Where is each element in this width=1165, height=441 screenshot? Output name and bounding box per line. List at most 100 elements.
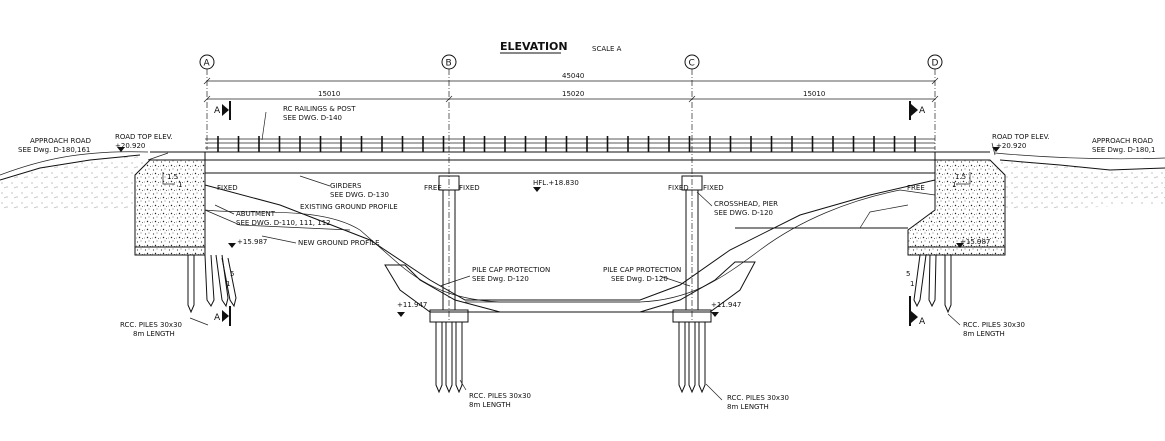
note-piles-pier-left-len: 8m LENGTH: [469, 401, 511, 409]
note-approach-right-ref: SEE Dwg. D-180,1: [1092, 146, 1155, 154]
svg-text:+11.947: +11.947: [711, 301, 741, 309]
svg-text:A: A: [919, 317, 926, 327]
span-1-label: 15010: [318, 90, 340, 98]
title: ELEVATION: [500, 40, 568, 53]
note-road-top-right-value: +20.920: [996, 142, 1026, 150]
section-mark-bottom-left: A: [214, 306, 231, 326]
note-girders: GIRDERS: [330, 182, 362, 190]
note-pile-cap-left-ref: SEE Dwg. D-120: [472, 275, 529, 283]
pile-slope-right: 5 1: [906, 270, 914, 288]
svg-text:+15.987: +15.987: [960, 238, 990, 246]
bearing-c-left-label: FIXED: [668, 184, 689, 192]
note-pile-cap-right: PILE CAP PROTECTION: [603, 266, 681, 274]
svg-text:1.5: 1.5: [955, 173, 966, 181]
abutment-left: [134, 159, 206, 256]
level-marker-hfl: HFL.+18.830: [533, 179, 579, 192]
level-marker-road-left: [117, 147, 125, 152]
svg-text:+11.947: +11.947: [397, 301, 427, 309]
svg-text:HFL.+18.830: HFL.+18.830: [533, 179, 579, 187]
note-piles-abut-left-len: 8m LENGTH: [133, 330, 175, 338]
level-marker-abut-left: +15.987: [228, 238, 267, 248]
note-existing-ground: EXISTING GROUND PROFILE: [300, 203, 398, 211]
bearing-b-left-label: FREE: [424, 184, 442, 192]
slope-left: 1.5 1: [162, 172, 182, 189]
level-marker-pier-left: +11.947: [397, 301, 427, 317]
bridge-deck: [150, 151, 990, 174]
note-pile-cap-left: PILE CAP PROTECTION: [472, 266, 550, 274]
approach-ground-left: [0, 155, 160, 210]
pile-slope-left: 5 1: [226, 270, 234, 288]
note-approach-right: APPROACH ROAD: [1092, 137, 1153, 145]
note-abutment: ABUTMENT: [236, 210, 276, 218]
grid-lines: [206, 69, 936, 320]
note-rc-railings: RC RAILINGS & POST: [283, 105, 356, 113]
bearing-d-label: FREE: [907, 184, 925, 192]
level-marker-abut-right: +15.987: [956, 238, 990, 248]
svg-text:5: 5: [906, 270, 910, 278]
svg-text:C: C: [689, 59, 695, 69]
note-road-top-right: ROAD TOP ELEV.: [992, 133, 1050, 141]
svg-text:B: B: [446, 59, 452, 69]
abutment-right-piles: [913, 254, 952, 314]
new-ground-profile: [204, 179, 936, 301]
note-crosshead: CROSSHEAD, PIER: [714, 200, 778, 208]
pile-cap-protection-right: [639, 261, 756, 313]
note-crosshead-ref: SEE DWG. D-120: [714, 209, 773, 217]
bearing-a-label: FIXED: [217, 184, 238, 192]
dimension-spans: 15010 15020 15010: [203, 90, 939, 103]
bearing-c-right-label: FIXED: [703, 184, 724, 192]
svg-text:45040: 45040: [562, 72, 584, 80]
grid-bubble-a: A: [199, 54, 215, 70]
span-2-label: 15020: [562, 90, 584, 98]
svg-text:A: A: [214, 106, 221, 116]
svg-text:1: 1: [178, 181, 182, 189]
abutment-left-footing: [134, 246, 206, 256]
approach-ground-right: [1000, 160, 1165, 210]
note-piles-pier-left: RCC. PILES 30x30: [469, 392, 531, 400]
pier-b-piles: [435, 322, 463, 394]
svg-text:A: A: [919, 106, 926, 116]
svg-text:D: D: [932, 59, 939, 69]
abutment-right-footing: [907, 246, 1006, 256]
scale-label: SCALE A: [592, 45, 622, 53]
dimension-total: 45040: [203, 72, 939, 85]
svg-text:1: 1: [952, 181, 956, 189]
pier-c-piles: [678, 322, 706, 394]
section-mark-bottom-right: A: [909, 296, 926, 327]
span-3-label: 15010: [803, 90, 825, 98]
svg-text:A: A: [204, 59, 211, 69]
level-marker-road-right: [992, 147, 1000, 152]
bearing-b-right-label: FIXED: [459, 184, 480, 192]
note-pile-cap-right-ref: SEE Dwg. D-120: [611, 275, 668, 283]
note-piles-abut-left: RCC. PILES 30x30: [120, 321, 182, 329]
svg-text:5: 5: [230, 270, 234, 278]
abutment-left-piles: [187, 254, 237, 314]
svg-text:A: A: [214, 313, 221, 323]
grid-bubble-c: C: [684, 54, 700, 70]
grid-bubble-d: D: [927, 54, 943, 70]
note-new-ground: NEW GROUND PROFILE: [298, 239, 380, 247]
note-road-top-left: ROAD TOP ELEV.: [115, 133, 173, 141]
level-marker-pier-right: +11.947: [711, 301, 741, 317]
slope-right: 1.5 1: [952, 172, 971, 189]
section-mark-top-right: A: [909, 101, 926, 120]
note-rc-railings-ref: SEE DWG. D-140: [283, 114, 342, 122]
pier-b: [429, 175, 469, 323]
railing-posts: [217, 136, 916, 152]
svg-text:+15.987: +15.987: [237, 238, 267, 246]
note-girders-ref: SEE DWG. D-130: [330, 191, 389, 199]
note-abutment-ref: SEE DWG. D-110, 111, 112: [236, 219, 331, 227]
note-approach-left: APPROACH ROAD: [30, 137, 91, 145]
note-approach-left-ref: SEE Dwg. D-180,161: [18, 146, 90, 154]
note-road-top-left-value: +20.920: [115, 142, 145, 150]
leader-lines: [147, 111, 996, 401]
note-piles-abut-right: RCC. PILES 30x30: [963, 321, 1025, 329]
rc-railings: [205, 138, 935, 149]
note-piles-pier-right-len: 8m LENGTH: [727, 403, 769, 411]
svg-text:1: 1: [226, 280, 230, 288]
note-piles-abut-right-len: 8m LENGTH: [963, 330, 1005, 338]
pile-cap-protection-left: [384, 264, 501, 313]
svg-text:1.5: 1.5: [167, 173, 178, 181]
grid-bubble-b: B: [441, 54, 457, 70]
